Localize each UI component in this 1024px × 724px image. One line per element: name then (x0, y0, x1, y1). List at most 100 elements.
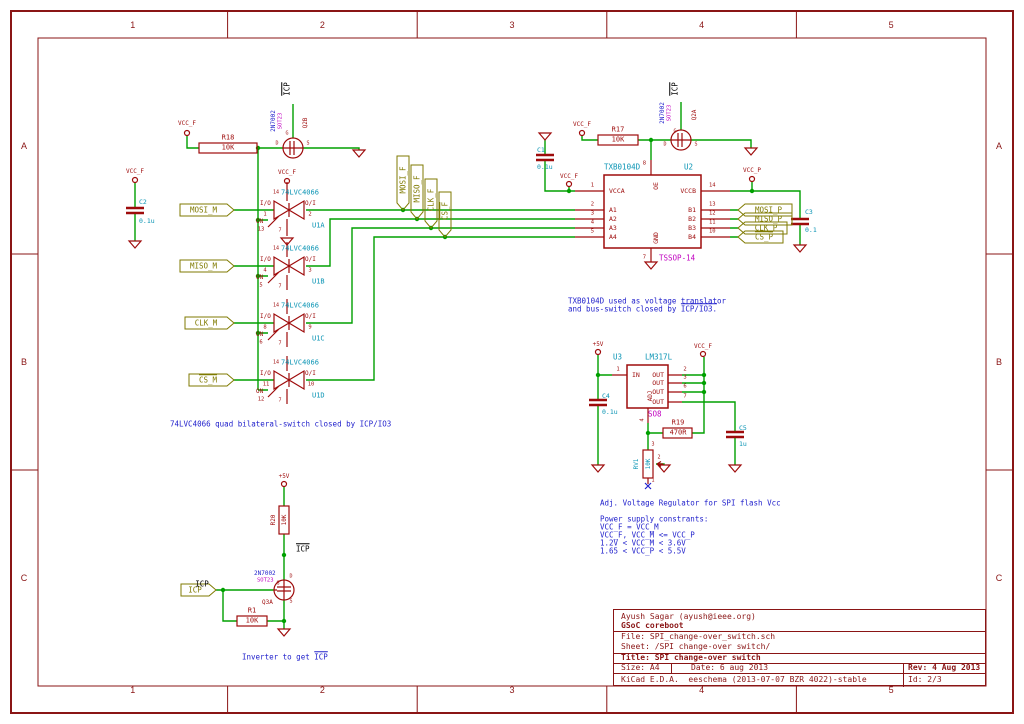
pin-6: 6 (259, 339, 263, 346)
value-u1a: 74LVC4066 (281, 188, 319, 197)
border-col-label: 1 (130, 685, 136, 695)
value-c5: 1u (739, 439, 747, 448)
border-col-label: 3 (509, 685, 515, 695)
note-power-4: 1.2V < VCC_M < 3.6V (600, 538, 686, 548)
pin-a2: A2 (609, 214, 617, 223)
pin-a3: A3 (609, 223, 617, 232)
power-flag-vccf: VCC_F (177, 120, 197, 127)
net-label-mosi-m: MOSI_M (189, 205, 218, 215)
border-col-label: 4 (699, 685, 705, 695)
note-txb-line1: TXB0104D used as voltage translator (568, 296, 727, 306)
ref-rv1: RV1 (633, 458, 640, 470)
value-u2: TXB0104D (604, 162, 641, 172)
footprint-q2b: SOT23 (277, 112, 284, 130)
title-date: Date: 6 aug 2013 (691, 663, 769, 672)
no-connect-x (644, 482, 652, 490)
net-label-miso-p-shape (737, 212, 793, 226)
pin-a1: A1 (609, 205, 617, 214)
pin-s: S (306, 140, 310, 147)
ref-c3: C3 (805, 207, 813, 216)
net-label-icp-shape (180, 583, 217, 597)
pin-2: 2 (657, 454, 661, 461)
net-label-miso-m-shape (179, 259, 235, 273)
pin-8: 8 (642, 160, 646, 167)
value-c2: 0.1u (139, 216, 155, 225)
border-row-label: B (995, 357, 1003, 367)
net-label-mosi-p-shape (737, 203, 793, 217)
pin-g: G (285, 130, 289, 137)
title-block-divider (614, 630, 985, 632)
note-power-3: VCC_F, VCC_M <= VCC_P (600, 530, 695, 540)
net-label-icp: ICP (188, 585, 202, 595)
value-c3: 0.1 (805, 225, 817, 234)
net-label-clk-m: CLK_M (194, 318, 218, 328)
ref-q2a: Q2A (691, 109, 698, 121)
border-row-label: A (995, 141, 1003, 151)
power-flag-vccp: VCC_P (742, 167, 762, 174)
ref-c4: C4 (602, 391, 610, 400)
ref-r17: R17 (611, 125, 625, 134)
title-block-divider (614, 662, 985, 664)
pin-2: 2 (683, 366, 687, 373)
ic-txb0104d (603, 174, 702, 249)
value-r18: 10K (221, 143, 235, 152)
pin-5: 5 (590, 228, 594, 235)
net-label-mosi-f: MOSI_F (398, 165, 408, 194)
pin-oi: O/I (305, 200, 316, 207)
resistor-r20 (278, 505, 290, 535)
value-r1: 10K (245, 616, 259, 625)
ref-r1: R1 (247, 606, 257, 615)
net-label-cs-m: CS_M (198, 375, 218, 385)
power-flag-vccf: VCC_F (572, 121, 592, 128)
pin-13: 13 (257, 226, 265, 233)
title-block-divider (614, 652, 985, 654)
value-q2b: 2N7002 (270, 110, 277, 132)
pin-7: 7 (278, 340, 282, 347)
pin-oi: O/I (305, 256, 316, 263)
border-col-label: 3 (509, 20, 515, 30)
pin-7: 7 (683, 393, 687, 400)
pin-7: 7 (278, 227, 282, 234)
pin-d: D (289, 573, 293, 580)
value-r17: 10K (611, 135, 625, 144)
title-org: GSoC coreboot (621, 621, 684, 630)
value-rv1: 10K (645, 458, 652, 470)
value-u1d: 74LVC4066 (281, 358, 319, 367)
pin-in: IN (632, 370, 640, 379)
ref-q3a: Q3A (262, 599, 273, 606)
title-block: Ayush Sagar (ayush@ieee.org) GSoC corebo… (613, 609, 986, 687)
pin-7: 7 (278, 283, 282, 290)
pin-g: G (673, 128, 677, 135)
footprint-u2: TSSOP-14 (659, 253, 696, 263)
value-u1c: 74LVC4066 (281, 301, 319, 310)
title-tool: KiCad E.D.A. eeschema (2013-07-07 BZR 40… (621, 675, 867, 684)
net-label-mosi-p: MOSI_P (754, 205, 783, 215)
ref-u2: U2 (684, 162, 694, 172)
pin-12: 12 (257, 396, 265, 403)
pin-io: I/O (260, 200, 271, 207)
value-r19: 470R (669, 428, 687, 437)
net-label-cs-m-shape (188, 373, 235, 387)
title-size: Size: A4 (621, 663, 660, 672)
pin-4: 4 (590, 219, 594, 226)
pin-b3: B3 (688, 223, 696, 232)
pin-d: D (663, 141, 667, 148)
border-col-label: 4 (699, 20, 705, 30)
net-label-cs-p: CS_P (754, 232, 774, 242)
value-q2a: 2N7002 (659, 102, 666, 124)
net-label-miso-p: MISO_P (754, 214, 783, 224)
ref-r19: R19 (671, 418, 685, 427)
pin-3: 3 (683, 374, 687, 381)
pin-d: D (275, 140, 279, 147)
border-col-label: 5 (888, 20, 894, 30)
note-power-5: 1.65 < VCC_P < 5.5V (600, 546, 686, 556)
pin-s: S (289, 598, 293, 605)
pin-3: 3 (651, 441, 655, 448)
power-flags (131, 129, 756, 488)
pin-7: 7 (278, 397, 282, 404)
power-flag-vccf: VCC_F (277, 169, 297, 176)
symbols (126, 129, 809, 637)
pin-io: I/O (260, 256, 271, 263)
